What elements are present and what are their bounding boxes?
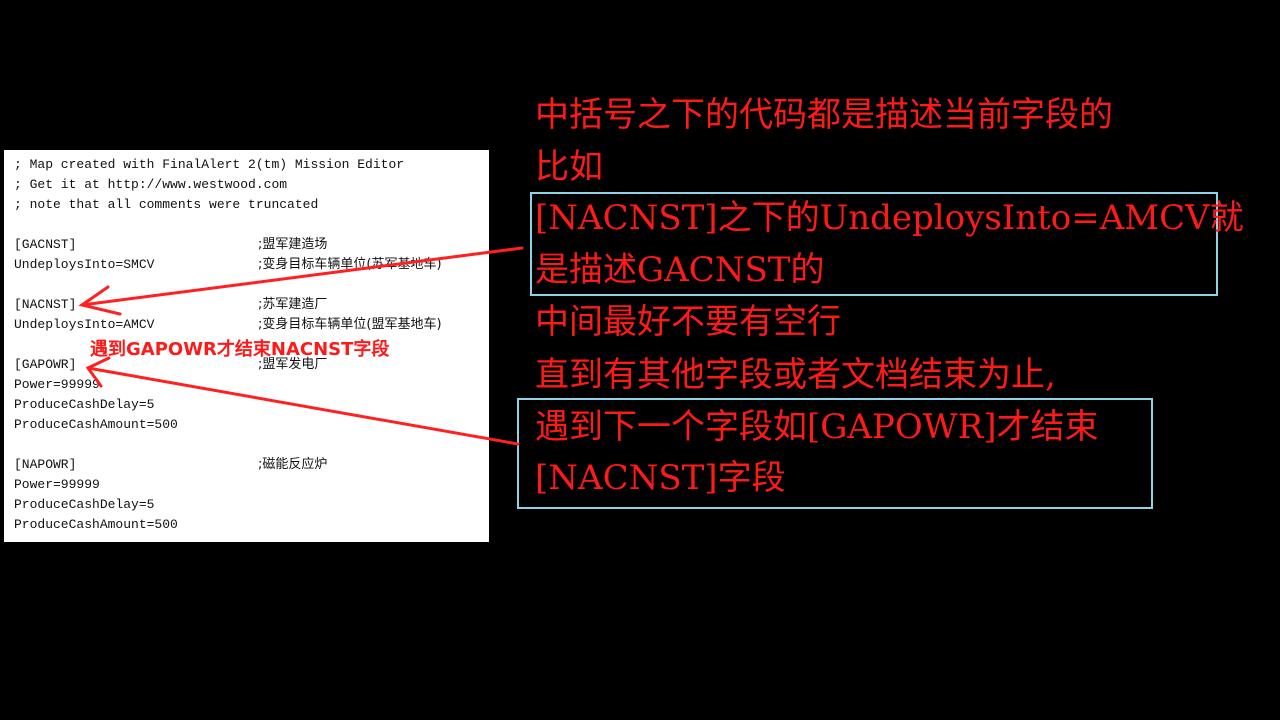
code-line: [NACNST] <box>14 297 77 312</box>
code-line: ProduceCashDelay=5 <box>14 397 155 412</box>
arrowhead-gapowr <box>85 356 111 388</box>
explanation-line: 是描述GACNST的 <box>535 250 825 290</box>
explanation-line: 中间最好不要有空行 <box>535 302 841 342</box>
code-comment: ;苏军建造厂 <box>258 297 328 312</box>
code-line: ; note that all comments were truncated <box>14 197 319 212</box>
code-line: UndeploysInto=AMCV <box>14 317 155 332</box>
code-line: [NAPOWR] <box>14 457 77 472</box>
code-screenshot-panel: ; Map created with FinalAlert 2(tm) Miss… <box>4 150 489 542</box>
explanation-line: 中括号之下的代码都是描述当前字段的 <box>535 95 1113 135</box>
code-comment: ;变身目标车辆单位(苏军基地车) <box>258 257 442 272</box>
code-line: ; Map created with FinalAlert 2(tm) Miss… <box>14 157 405 172</box>
explanation-line: 比如 <box>535 147 603 187</box>
code-line: Power=99999 <box>14 477 100 492</box>
code-line: Power=99999 <box>14 377 100 392</box>
explanation-line: 直到有其他字段或者文档结束为止, <box>535 355 1056 395</box>
explanation-line: [NACNST]字段 <box>535 458 786 498</box>
code-comment: ;盟军建造场 <box>258 237 328 252</box>
code-line: ProduceCashAmount=500 <box>14 417 178 432</box>
code-line: ; Get it at http://www.westwood.com <box>14 177 288 192</box>
annotation-label: 遇到GAPOWR才结束NACNST字段 <box>90 339 390 360</box>
code-comment: ;变身目标车辆单位(盟军基地车) <box>258 317 442 332</box>
code-line: ProduceCashDelay=5 <box>14 497 155 512</box>
explanation-line: 遇到下一个字段如[GAPOWR]才结束 <box>535 407 1099 447</box>
code-comment: ;磁能反应炉 <box>258 457 328 472</box>
code-line: [GAPOWR] <box>14 357 77 372</box>
explanation-line: [NACNST]之下的UndeploysInto=AMCV就 <box>535 198 1244 238</box>
highlight-box-end-rule <box>517 398 1153 509</box>
arrow-to-gapowr <box>86 366 520 446</box>
code-line: ProduceCashAmount=500 <box>14 517 178 532</box>
arrowhead-nacnst <box>78 285 122 316</box>
arrow-to-nacnst <box>80 246 524 307</box>
highlight-box-example <box>530 192 1218 296</box>
code-comment: ;盟军发电厂 <box>258 357 328 372</box>
code-line: UndeploysInto=SMCV <box>14 257 155 272</box>
code-line: [GACNST] <box>14 237 77 252</box>
